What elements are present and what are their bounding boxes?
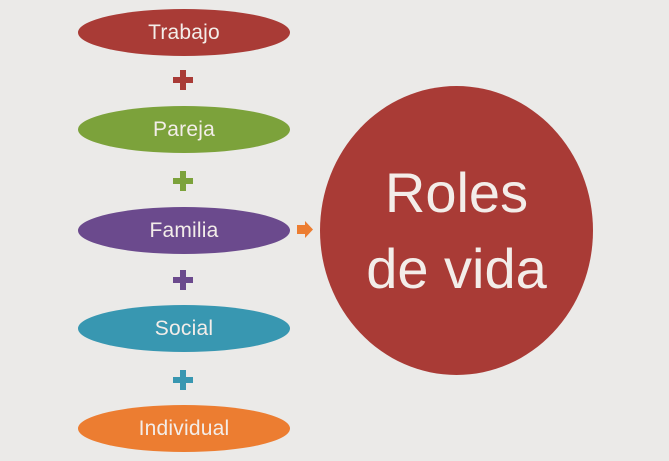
role-individual: Individual	[78, 405, 290, 452]
role-social: Social	[78, 305, 290, 352]
role-label: Trabajo	[148, 20, 220, 44]
role-trabajo: Trabajo	[78, 9, 290, 56]
role-pareja: Pareja	[78, 106, 290, 153]
plus-icon	[173, 171, 193, 191]
result-line-1: Roles	[384, 160, 529, 224]
role-label: Social	[154, 316, 214, 340]
role-label: Pareja	[153, 117, 215, 141]
result-line-2: de vida	[366, 236, 547, 300]
result-circle: Roles de vida	[320, 86, 593, 375]
plus-icon	[173, 270, 193, 290]
role-label: Familia	[149, 218, 219, 242]
role-label: Individual	[138, 416, 230, 440]
plus-icon	[173, 370, 193, 390]
role-familia: Familia	[78, 207, 290, 254]
plus-icon	[173, 70, 193, 90]
arrow-right-icon	[297, 221, 313, 238]
